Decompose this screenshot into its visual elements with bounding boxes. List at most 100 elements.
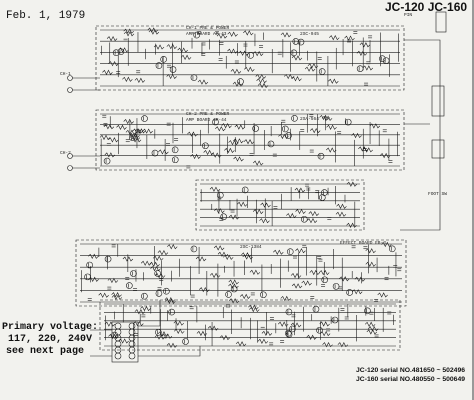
transistor-symbol — [230, 285, 238, 293]
resistor-symbol — [321, 115, 333, 122]
resistor-symbol — [339, 276, 350, 282]
transistor-label-1: 2SC-945 — [300, 32, 319, 37]
resistor-symbol — [167, 244, 178, 250]
transistor-symbol — [284, 330, 292, 337]
resistor-symbol — [122, 76, 133, 83]
resistor-symbol — [286, 212, 297, 219]
resistor-symbol — [210, 152, 222, 158]
resistor-symbol — [280, 32, 292, 38]
resistor-symbol — [149, 261, 160, 267]
resistor-symbol — [166, 73, 177, 80]
transistor-symbol — [300, 215, 308, 223]
ch1-board-label: AMP BOARD AP-43 — [186, 32, 227, 37]
transistor-symbol — [285, 308, 293, 316]
transistor-symbol — [316, 326, 323, 334]
transistor-symbol — [225, 291, 232, 298]
resistor-symbol — [346, 222, 357, 228]
output-connector — [431, 139, 445, 159]
transistor-symbol — [285, 132, 292, 139]
resistor-symbol — [147, 27, 158, 33]
resistor-symbol — [180, 54, 192, 61]
resistor-symbol — [295, 208, 306, 215]
resistor-symbol — [249, 269, 261, 275]
resistor-symbol — [228, 298, 240, 304]
transistor-symbol — [317, 152, 325, 160]
resistor-symbol — [252, 50, 264, 57]
resistor-symbol — [291, 76, 302, 82]
transistor-symbol — [260, 291, 267, 299]
transistor-symbol — [155, 62, 163, 69]
resistor-symbol — [301, 280, 312, 286]
resistor-symbol — [111, 294, 123, 301]
model-title: JC-120 JC-160 — [385, 0, 468, 14]
resistor-symbol — [111, 292, 122, 298]
ch2-input-label: CH-2 — [60, 151, 71, 156]
resistor-symbol — [244, 66, 255, 73]
resistor-symbol — [123, 28, 134, 34]
resistor-symbol — [215, 126, 226, 132]
resistor-symbol — [322, 341, 333, 348]
see-next-page-note: see next page — [6, 346, 85, 357]
resistor-symbol — [243, 139, 255, 145]
transistor-symbol — [112, 49, 120, 56]
output-connector — [431, 85, 445, 117]
transistor-symbol — [190, 74, 198, 81]
resistor-symbol — [209, 186, 221, 192]
resistor-symbol — [277, 321, 289, 327]
resistor-symbol — [195, 256, 207, 262]
transistor-label-2: 2SA-564 — [300, 117, 319, 122]
transformer-winding — [128, 322, 136, 330]
resistor-symbol — [221, 123, 232, 129]
transistor-symbol — [104, 255, 112, 263]
ch1-block-label: CH-1 PRE & POWER — [186, 26, 230, 31]
resistor-symbol — [148, 29, 160, 35]
resistor-symbol — [154, 334, 166, 340]
ch2-board-label: AMP BOARD AP-44 — [186, 118, 227, 123]
resistor-symbol — [197, 79, 209, 85]
resistor-symbol — [249, 306, 260, 313]
resistor-symbol — [173, 320, 185, 326]
transistor-symbol — [154, 270, 161, 277]
transistor-symbol — [130, 270, 137, 277]
resistor-symbol — [88, 253, 99, 259]
resistor-symbol — [165, 298, 176, 305]
resistor-symbol — [222, 254, 234, 261]
resistor-symbol — [329, 34, 340, 41]
resistor-symbol — [256, 78, 267, 84]
board-outline — [95, 109, 405, 171]
transistor-symbol — [202, 142, 209, 150]
board-outline — [195, 179, 365, 231]
resistor-symbol — [326, 124, 337, 130]
transistor-symbol — [163, 287, 170, 295]
transformer-winding — [128, 328, 136, 336]
resistor-symbol — [308, 210, 320, 217]
resistor-symbol — [257, 82, 269, 89]
transistor-symbol — [169, 66, 177, 73]
resistor-symbol — [224, 147, 235, 154]
resistor-symbol — [214, 208, 225, 214]
resistor-symbol — [290, 322, 302, 328]
resistor-symbol — [164, 297, 176, 303]
resistor-symbol — [344, 35, 355, 41]
resistor-symbol — [140, 305, 151, 312]
primary-voltage-label: Primary voltage: — [2, 322, 99, 333]
resistor-symbol — [238, 50, 249, 56]
transistor-label-3: 2SC-1384 — [240, 245, 262, 250]
resistor-symbol — [362, 147, 373, 153]
transistor-symbol — [141, 115, 148, 122]
resistor-symbol — [187, 131, 198, 137]
transistor-symbol — [292, 38, 300, 45]
transistor-symbol — [182, 338, 189, 345]
ch2-block-label: CH-2 PRE & POWER — [186, 112, 230, 117]
resistor-symbol — [199, 286, 210, 293]
resistor-symbol — [233, 138, 244, 144]
board-outline — [75, 239, 407, 307]
resistor-symbol — [140, 260, 152, 266]
resistor-symbol — [106, 35, 118, 42]
resistor-symbol — [241, 252, 252, 258]
pin-connector — [435, 11, 447, 33]
transistor-symbol — [282, 125, 289, 133]
resistor-symbol — [335, 211, 347, 217]
resistor-symbol — [356, 50, 368, 56]
transistor-symbol — [160, 56, 167, 63]
